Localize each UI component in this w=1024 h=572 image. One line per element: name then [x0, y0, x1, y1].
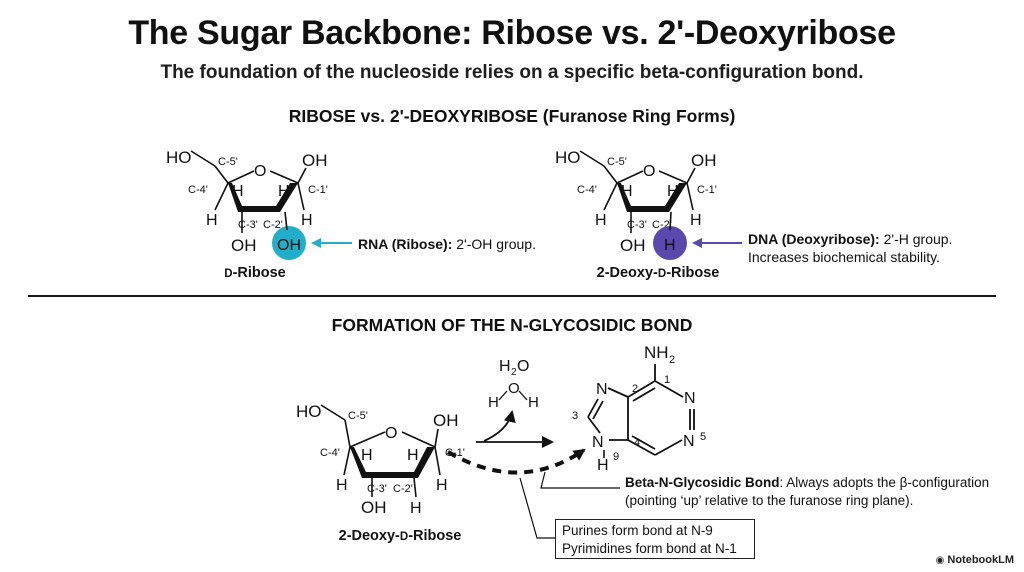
ribose-ho: HO — [166, 148, 192, 167]
bottom-sugar-structure: HO C-5' O C-4' C-1' OH H H H H C-3' C-2'… — [296, 402, 465, 517]
ribose-h-up-c3: H — [232, 183, 244, 200]
bottom-c3-label: C-3' — [367, 483, 387, 495]
deoxyribose-h-up-c3: H — [621, 183, 633, 200]
deoxyribose-2h-highlight — [653, 226, 687, 260]
purine-n3: N — [683, 433, 695, 450]
water-molecule: H 2 O O H H — [488, 358, 539, 411]
deoxyribose-ho: HO — [555, 148, 581, 167]
ribose-c2-label: C-2' — [263, 219, 283, 231]
purine-num-4: 4 — [634, 437, 640, 449]
purine-num-9: 9 — [613, 451, 619, 463]
water-label-h: H — [499, 358, 511, 375]
ribose-c2-oh: OH — [277, 237, 301, 254]
deoxyribose-c5-label: C-5' — [607, 156, 627, 168]
deoxyribose-c3-label: C-3' — [627, 219, 647, 231]
water-label-o: O — [517, 358, 529, 375]
ribose-c1-oh: OH — [302, 151, 328, 170]
deoxyribose-c3-oh: OH — [620, 236, 646, 255]
water-h-right: H — [528, 394, 539, 411]
ribose-ring-oxygen: O — [254, 163, 266, 180]
bottom-c2-label: C-2' — [393, 483, 413, 495]
deoxyribose-ring-oxygen: O — [643, 163, 655, 180]
purine-structure: NH 2 N N N N H 1 2 3 4 5 9 — [572, 343, 706, 474]
bottom-h-c1: H — [436, 477, 448, 494]
water-release-arrow — [483, 410, 516, 442]
deoxyribose-structure: HO C-5' O C-4' C-1' OH H H H H C-3' C-2'… — [555, 148, 742, 260]
ribose-c4-label: C-4' — [188, 184, 208, 196]
water-h-left: H — [488, 394, 499, 411]
deoxyribose-h-c4: H — [595, 212, 607, 229]
glycosidic-bond-note: Beta-N-Glycosidic Bond: Always adopts th… — [625, 475, 990, 508]
bottom-h-up-c2: H — [407, 447, 419, 464]
brand-label: ◉NotebookLM — [935, 554, 1014, 566]
bottom-c3-oh: OH — [361, 498, 387, 517]
purine-n9: N — [592, 434, 604, 451]
bottom-c1-label: C-1' — [445, 447, 465, 459]
glycosidic-bond-dashed — [446, 448, 586, 475]
purine-h9: H — [597, 457, 609, 474]
deoxyribose-c1-oh: OH — [691, 151, 717, 170]
ribose-c3-label: C-3' — [238, 219, 258, 231]
water-o: O — [508, 380, 520, 397]
ribose-2oh-highlight — [272, 226, 306, 260]
ribose-h-up-c2: H — [278, 183, 290, 200]
purine-num-5: 5 — [700, 431, 706, 443]
purine-n1: N — [684, 390, 696, 407]
deoxyribose-c4-label: C-4' — [577, 184, 597, 196]
deoxyribose-note: DNA (Deoxyribose): 2'-H group.Increases … — [748, 231, 953, 265]
ribose-c1-label: C-1' — [308, 184, 328, 196]
deoxyribose-h-c1: H — [690, 212, 702, 229]
ribose-caption: D-Ribose — [224, 265, 286, 281]
bottom-c5-label: C-5' — [348, 410, 368, 422]
section-divider — [28, 295, 996, 297]
purine-nh2: NH — [644, 343, 669, 362]
purine-n7: N — [596, 381, 608, 398]
purine-num-3: 3 — [572, 410, 578, 422]
purine-num-2: 2 — [632, 383, 638, 395]
deoxyribose-c2-h: H — [664, 237, 676, 254]
water-label-sub: 2 — [511, 367, 517, 378]
bottom-ring-oxygen: O — [385, 425, 397, 442]
page-subtitle: The foundation of the nucleoside relies … — [160, 62, 864, 83]
ribose-note: RNA (Ribose): 2'-OH group. — [358, 236, 536, 252]
bottom-h-up-c3: H — [361, 447, 373, 464]
ribose-c3-oh: OH — [231, 236, 257, 255]
bond-note-connector — [540, 471, 620, 489]
ribose-ring-bold-edge — [228, 183, 298, 212]
purine-nh2-sub: 2 — [669, 354, 675, 366]
bottom-c1-oh: OH — [433, 411, 459, 430]
purine-num-1: 1 — [664, 374, 670, 386]
section-heading-glycosidic: FORMATION OF THE N-GLYCOSIDIC BOND — [331, 315, 693, 335]
ribose-c5-label: C-5' — [218, 156, 238, 168]
bottom-c4-label: C-4' — [320, 447, 340, 459]
section-heading-sugars: RIBOSE vs. 2'-DEOXYRIBOSE (Furanose Ring… — [288, 106, 736, 126]
notebooklm-logo-icon: ◉ — [935, 555, 945, 566]
ribose-h-c4: H — [206, 212, 218, 229]
bottom-h-c4: H — [336, 477, 348, 494]
deoxyribose-h-up-c2: H — [667, 183, 679, 200]
ribose-h-c1: H — [301, 212, 313, 229]
deoxyribose-caption: 2-Deoxy-D-Ribose — [596, 265, 720, 281]
bottom-sugar-caption: 2-Deoxy-D-Ribose — [338, 528, 462, 544]
deoxyribose-c1-label: C-1' — [697, 184, 717, 196]
bottom-c2-h: H — [410, 500, 422, 517]
box-note-connector — [519, 477, 555, 539]
ribose-structure: HO C-5' O C-4' C-1' OH H H H H C-3' C-2'… — [166, 148, 352, 260]
page-title: The Sugar Backbone: Ribose vs. 2'-Deoxyr… — [128, 14, 896, 52]
bottom-ho: HO — [296, 402, 322, 421]
